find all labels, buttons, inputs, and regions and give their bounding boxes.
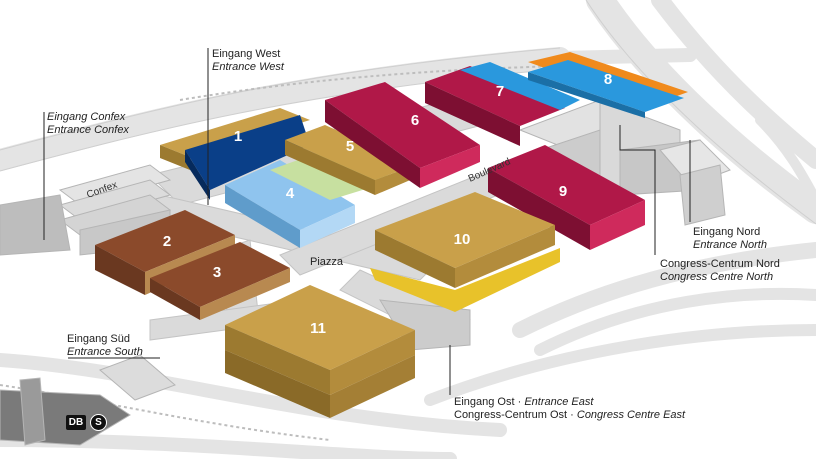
hall-number-7: 7 — [496, 83, 504, 100]
separator: · — [514, 396, 525, 408]
railway — [0, 65, 561, 441]
hall-10[interactable] — [370, 192, 560, 312]
entrance-east-de: Eingang Ost — [454, 396, 515, 408]
entrance-west-en: Entrance West — [212, 61, 284, 73]
hall-number-11: 11 — [310, 320, 326, 337]
entrance-west-de: Eingang West — [212, 48, 281, 60]
entrance-north-label: Eingang Nord Entrance North — [693, 226, 767, 252]
separator: · — [567, 409, 577, 421]
congress-centre-north-en: Congress Centre North — [660, 271, 774, 283]
entrance-south-en: Entrance South — [67, 346, 143, 358]
hall-number-labels: 1 2 3 4 5 6 7 8 9 10 11 — [163, 71, 612, 337]
congress-centre-east-en: Congress Centre East — [576, 409, 686, 421]
hall-6[interactable] — [325, 82, 480, 188]
entrance-confex-en: Entrance Confex — [47, 124, 129, 136]
hall-number-6: 6 — [411, 112, 419, 129]
hall-9[interactable] — [488, 145, 645, 250]
hall-number-4: 4 — [286, 185, 295, 202]
sbahn-icon: S — [90, 414, 107, 431]
hall-7[interactable] — [425, 62, 580, 146]
entrance-south-label: Eingang Süd Entrance South — [67, 333, 143, 359]
entrance-east-en: Entrance East — [524, 396, 594, 408]
entrance-east-label: Eingang Ost · Entrance East Congress-Cen… — [454, 396, 685, 422]
hall-8[interactable] — [528, 52, 688, 118]
hall-number-8: 8 — [604, 71, 612, 88]
entrance-north-en: Entrance North — [693, 239, 767, 251]
hall-number-10: 10 — [454, 231, 471, 248]
congress-centre-north-de: Congress-Centrum Nord — [660, 258, 780, 270]
hall-3[interactable] — [150, 242, 290, 320]
piazza-label: Piazza — [310, 256, 344, 268]
hall-number-9: 9 — [559, 183, 567, 200]
entrance-south-de: Eingang Süd — [67, 333, 130, 345]
hall-11[interactable] — [225, 285, 415, 418]
entrance-confex-label: Eingang Confex Entrance Confex — [47, 111, 129, 137]
leader-lines — [43, 48, 691, 395]
db-train-icon: DB — [66, 415, 86, 430]
entrance-west-label: Eingang West Entrance West — [212, 48, 284, 74]
hall-1[interactable] — [160, 108, 310, 200]
hall-number-2: 2 — [163, 233, 171, 250]
entrance-confex-de: Eingang Confex — [47, 111, 126, 123]
hall-number-1: 1 — [234, 128, 242, 145]
hall-number-5: 5 — [346, 138, 354, 155]
congress-centre-north-label: Congress-Centrum Nord Congress Centre No… — [660, 258, 780, 284]
congress-centre-east-de: Congress-Centrum Ost — [454, 409, 568, 421]
entrance-north-de: Eingang Nord — [693, 226, 761, 238]
hall-number-3: 3 — [213, 264, 221, 281]
